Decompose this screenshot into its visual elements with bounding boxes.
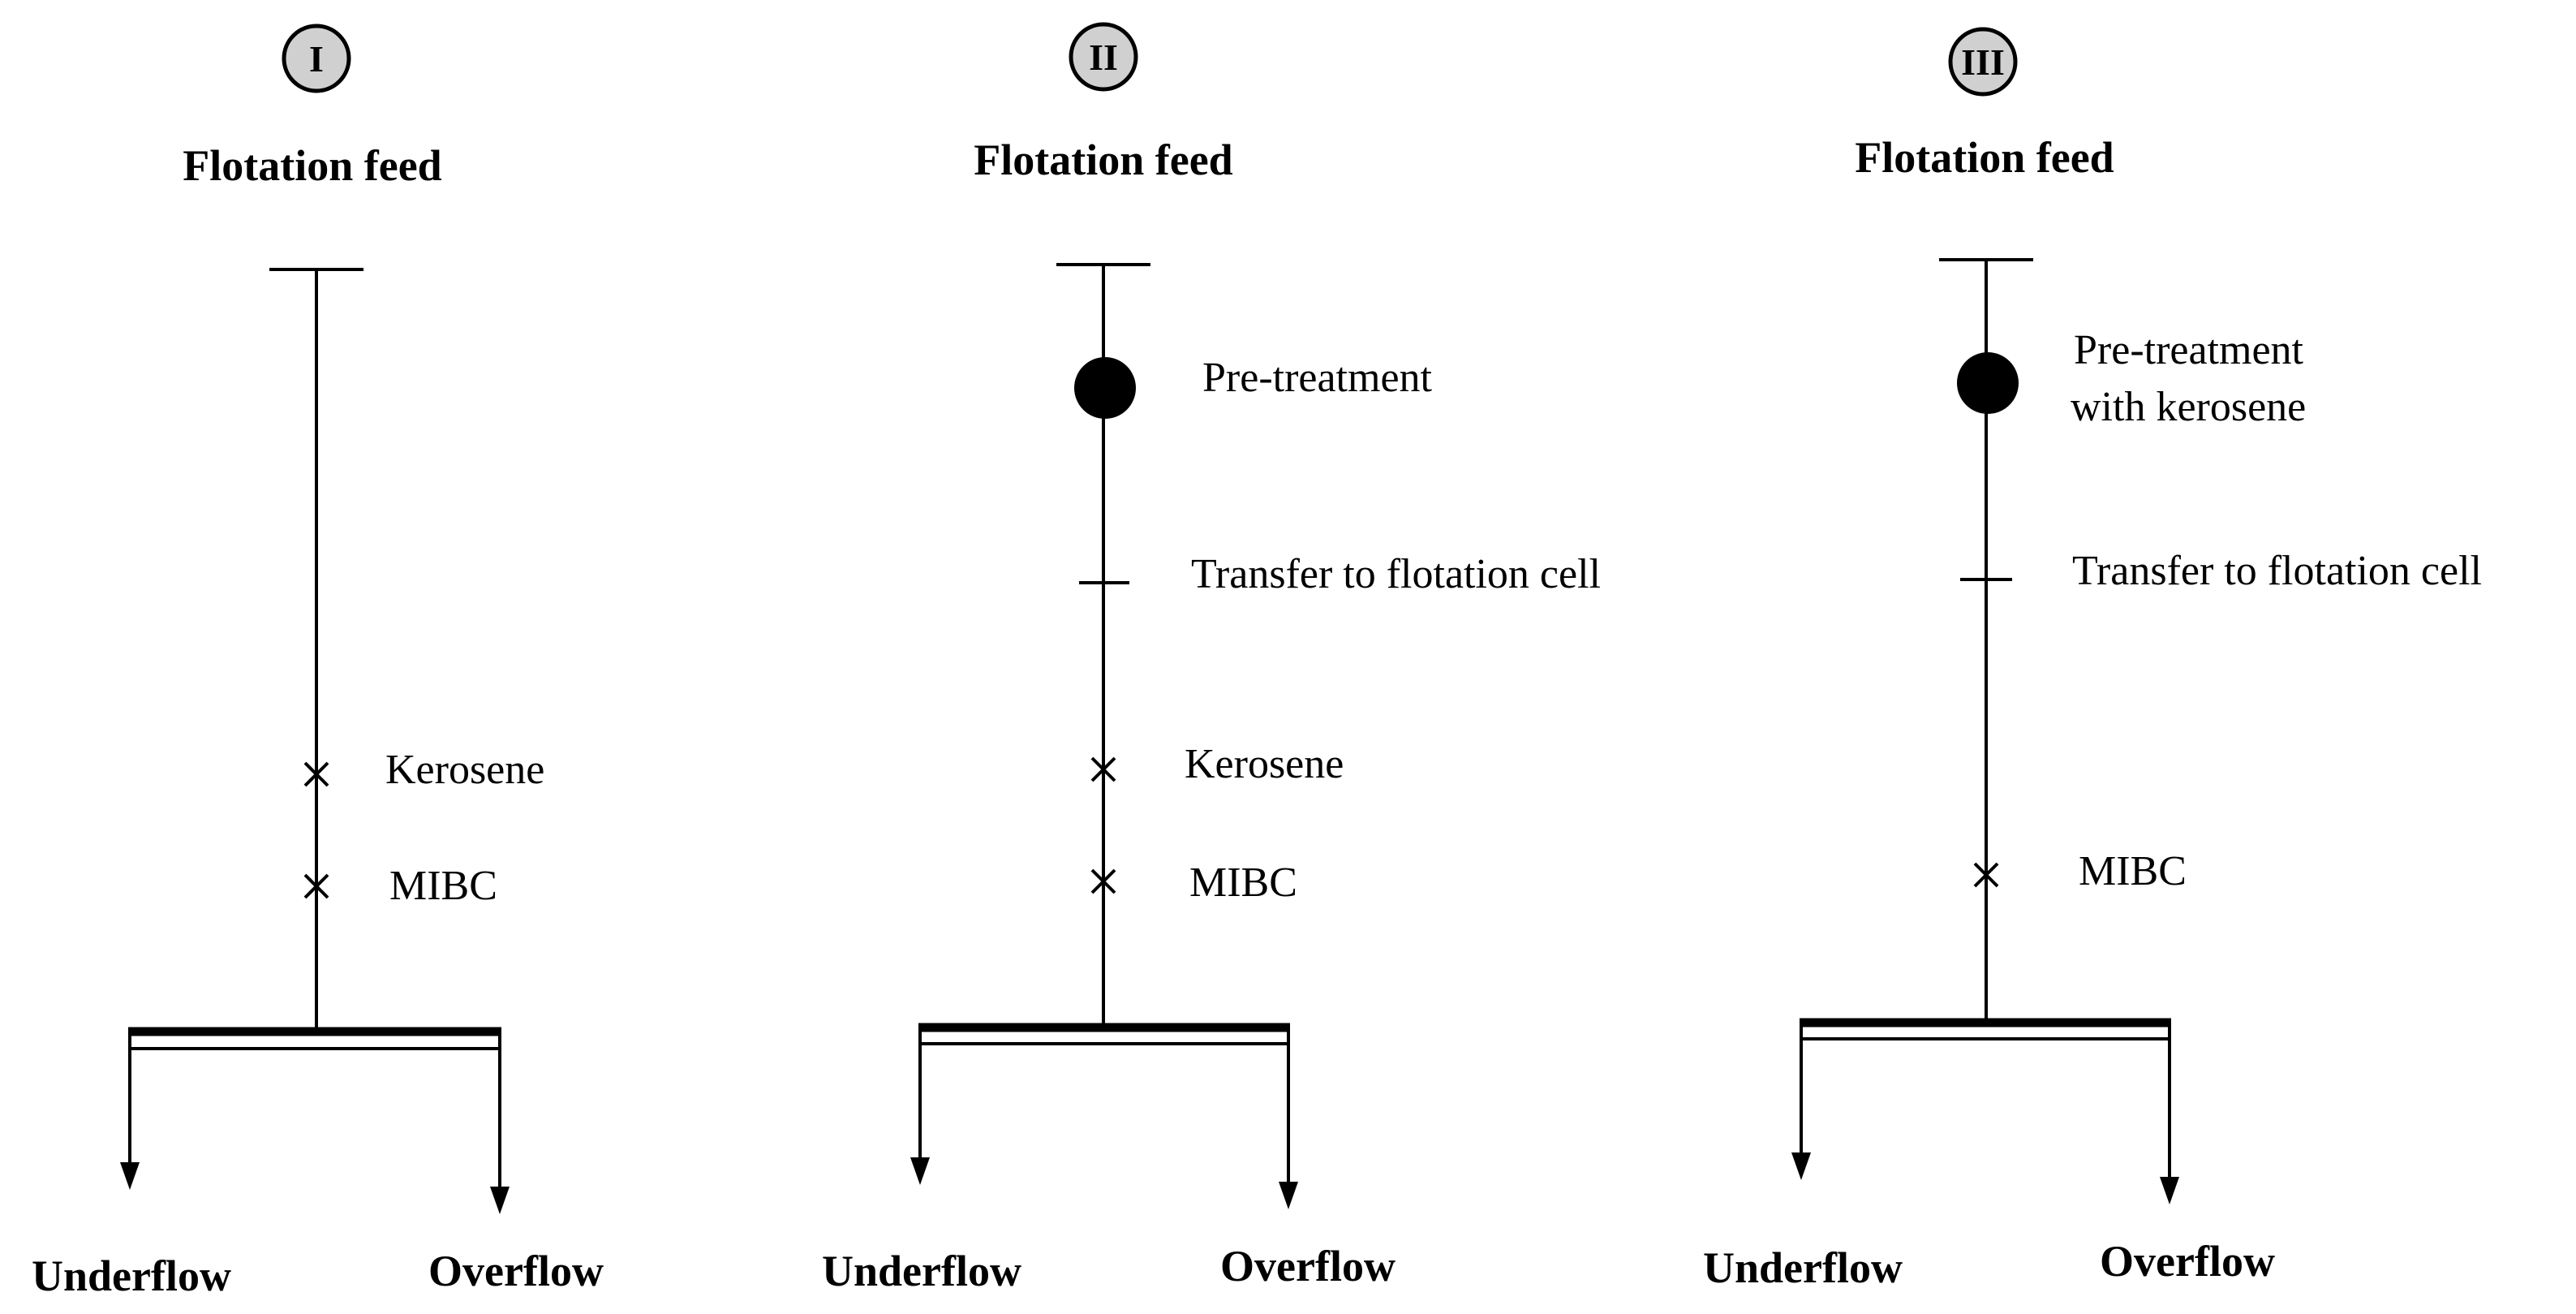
scheme-3-feed-label: Flotation feed bbox=[1855, 133, 2114, 182]
scheme-3-transfer-label: Transfer to flotation cell bbox=[2072, 548, 2482, 594]
scheme-1: I Flotation feed Kerosene MIBC Underflow… bbox=[32, 24, 604, 1300]
scheme-2-transfer-label: Transfer to flotation cell bbox=[1191, 551, 1601, 597]
scheme-1-overflow-arrow bbox=[490, 1187, 510, 1214]
scheme-2-numeral-badge: II bbox=[1069, 22, 1138, 92]
scheme-2-reagent-mibc: MIBC bbox=[1189, 859, 1297, 906]
scheme-1-feed-label: Flotation feed bbox=[183, 141, 441, 190]
scheme-1-flotation-cell bbox=[128, 1027, 501, 1191]
scheme-1-reagent-kerosene: Kerosene bbox=[385, 747, 544, 793]
scheme-1-numeral-badge: I bbox=[282, 24, 351, 93]
scheme-1-overflow-label: Overflow bbox=[428, 1247, 604, 1295]
scheme-3-reagent-mibc: MIBC bbox=[2079, 848, 2187, 894]
scheme-2-badge-circle bbox=[1069, 22, 1138, 92]
scheme-1-reagent-mibc-marker bbox=[303, 873, 329, 899]
scheme-2-flotation-cell bbox=[918, 1023, 1290, 1185]
scheme-1-underflow-label: Underflow bbox=[32, 1252, 231, 1300]
scheme-1-numeral: I bbox=[309, 38, 324, 80]
scheme-1-underflow-arrow bbox=[120, 1162, 140, 1190]
scheme-3-badge-circle bbox=[1948, 27, 2018, 97]
scheme-3-pretreatment-label-line-2: with kerosene bbox=[2071, 384, 2306, 430]
scheme-3: III Flotation feed Pre-treatment with ke… bbox=[1703, 27, 2482, 1292]
scheme-2-reagent-mibc-marker bbox=[1090, 868, 1116, 894]
scheme-2-reagent-kerosene-marker bbox=[1090, 756, 1116, 782]
scheme-3-overflow-arrow bbox=[2160, 1177, 2179, 1204]
scheme-1-badge-circle bbox=[282, 24, 351, 93]
scheme-1-reagent-kerosene-marker bbox=[303, 761, 329, 787]
scheme-3-pretreatment-label-line-1: Pre-treatment bbox=[2074, 327, 2304, 373]
scheme-2-underflow-label: Underflow bbox=[822, 1247, 1021, 1295]
scheme-3-pretreatment-node bbox=[1957, 352, 2019, 414]
scheme-2-underflow-arrow bbox=[910, 1157, 930, 1185]
scheme-2-overflow-label: Overflow bbox=[1220, 1242, 1396, 1290]
scheme-3-flotation-cell bbox=[1800, 1018, 2171, 1178]
scheme-2-overflow-arrow bbox=[1279, 1182, 1298, 1209]
scheme-2: II Flotation feed Pre-treatment Transfer… bbox=[822, 22, 1601, 1295]
scheme-3-underflow-arrow bbox=[1791, 1152, 1811, 1180]
scheme-2-feed-label: Flotation feed bbox=[974, 136, 1232, 184]
scheme-2-numeral: II bbox=[1089, 37, 1118, 78]
scheme-2-pretreatment-label: Pre-treatment bbox=[1202, 355, 1433, 401]
scheme-3-overflow-label: Overflow bbox=[2100, 1237, 2275, 1286]
scheme-2-reagent-kerosene: Kerosene bbox=[1185, 741, 1344, 787]
scheme-1-reagent-mibc: MIBC bbox=[389, 863, 497, 909]
scheme-2-pretreatment-node bbox=[1074, 357, 1136, 419]
scheme-3-numeral: III bbox=[1961, 41, 2005, 83]
scheme-3-numeral-badge: III bbox=[1948, 27, 2018, 97]
scheme-3-reagent-mibc-marker bbox=[1973, 862, 1999, 888]
scheme-3-underflow-label: Underflow bbox=[1703, 1243, 1903, 1292]
